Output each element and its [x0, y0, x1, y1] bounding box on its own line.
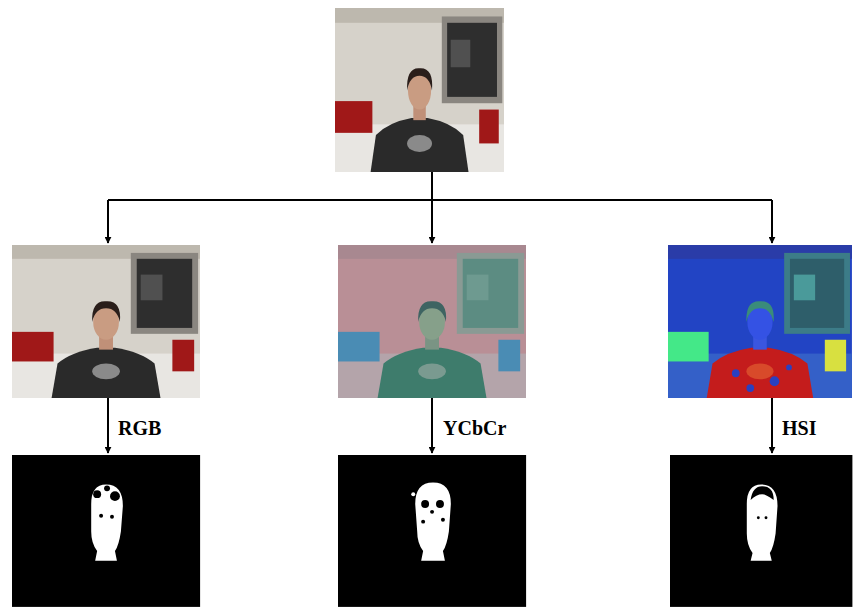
hsi-mask	[670, 455, 852, 607]
source-photo-part	[447, 23, 497, 97]
flow-arrows-part	[431, 200, 433, 243]
flow-arrows-part	[771, 200, 773, 243]
ycbcr-mask-part	[411, 492, 415, 496]
hsi-mask-part	[751, 486, 774, 500]
flow-arrows-part	[771, 398, 773, 453]
hsi-photo-part	[746, 384, 754, 392]
ycbcr-photo-part	[467, 275, 489, 301]
ycbcr-mask-part	[436, 500, 444, 508]
ycbcr-photo	[338, 245, 526, 398]
hsi-photo-part	[732, 369, 740, 377]
source-photo-part	[451, 40, 471, 68]
rgb-mask-part	[104, 485, 110, 491]
rgb-mask-part	[110, 515, 114, 519]
rgb-photo-part	[141, 275, 163, 301]
hsi-photo-part	[786, 364, 792, 370]
flow-arrows-part	[431, 172, 433, 200]
rgb-photo-part	[12, 332, 54, 362]
source-photo-part	[407, 135, 432, 152]
hsi-photo-part	[784, 253, 850, 334]
color-space-label: HSI	[782, 417, 816, 439]
rgb-photo	[12, 245, 200, 398]
source-photo-part	[335, 101, 372, 133]
ycbcr-mask-part	[421, 500, 429, 508]
hsi-photo-part	[794, 275, 815, 301]
rgb-mask-part	[91, 484, 123, 560]
rgb-photo-part	[12, 245, 200, 398]
hsi-photo	[668, 245, 852, 398]
source-photo-part	[335, 8, 504, 172]
rgb-photo-part	[172, 340, 194, 372]
rgb-mask-part	[93, 490, 101, 498]
hsi-photo-part	[668, 332, 709, 362]
color-space-label: YCbCr	[443, 417, 506, 439]
source-photo	[335, 8, 504, 172]
hsi-mask-part	[765, 516, 768, 519]
rgb-mask-part	[12, 455, 200, 607]
rgb-photo-part	[52, 348, 161, 398]
hsi-photo-part	[790, 259, 844, 328]
flow-arrows-part	[431, 398, 433, 453]
hsi-mask-part	[747, 484, 778, 560]
ycbcr-mask-part	[415, 482, 451, 560]
hsi-mask-part	[757, 516, 760, 519]
hsi-mask-part	[670, 455, 852, 607]
rgb-mask-part	[110, 491, 120, 501]
source-photo-part	[407, 68, 432, 90]
ycbcr-photo-part	[338, 332, 380, 362]
ycbcr-mask-part	[421, 520, 425, 524]
ycbcr-photo-part	[418, 301, 446, 322]
ycbcr-mask	[338, 455, 526, 607]
ycbcr-photo-part	[418, 363, 446, 379]
rgb-photo-part	[92, 363, 120, 379]
hsi-photo-part	[707, 348, 813, 398]
flow-arrows	[108, 172, 772, 453]
ycbcr-photo-part	[463, 259, 518, 328]
hsi-photo-part	[825, 340, 846, 372]
rgb-mask-part	[99, 514, 103, 518]
rgb-mask	[12, 455, 200, 607]
hsi-photo-part	[746, 301, 773, 322]
hsi-photo-part	[746, 363, 773, 379]
hsi-photo-part	[770, 376, 780, 386]
ycbcr-mask-part	[430, 510, 434, 514]
hsi-photo-part	[668, 245, 852, 398]
ycbcr-photo-part	[457, 253, 524, 334]
ycbcr-photo-part	[338, 245, 526, 398]
ycbcr-mask-part	[441, 518, 445, 522]
flow-arrows-part	[107, 398, 109, 453]
color-space-label: RGB	[118, 417, 161, 439]
ycbcr-photo-part	[378, 348, 487, 398]
source-photo-part	[479, 110, 499, 144]
flow-arrows-part	[108, 199, 772, 201]
source-photo-part	[442, 16, 503, 103]
flow-arrows-part	[107, 200, 109, 243]
source-photo-part	[371, 118, 469, 172]
ycbcr-mask-part	[338, 455, 526, 607]
rgb-photo-part	[131, 253, 198, 334]
rgb-photo-part	[137, 259, 192, 328]
ycbcr-photo-part	[498, 340, 520, 372]
rgb-photo-part	[92, 301, 120, 322]
